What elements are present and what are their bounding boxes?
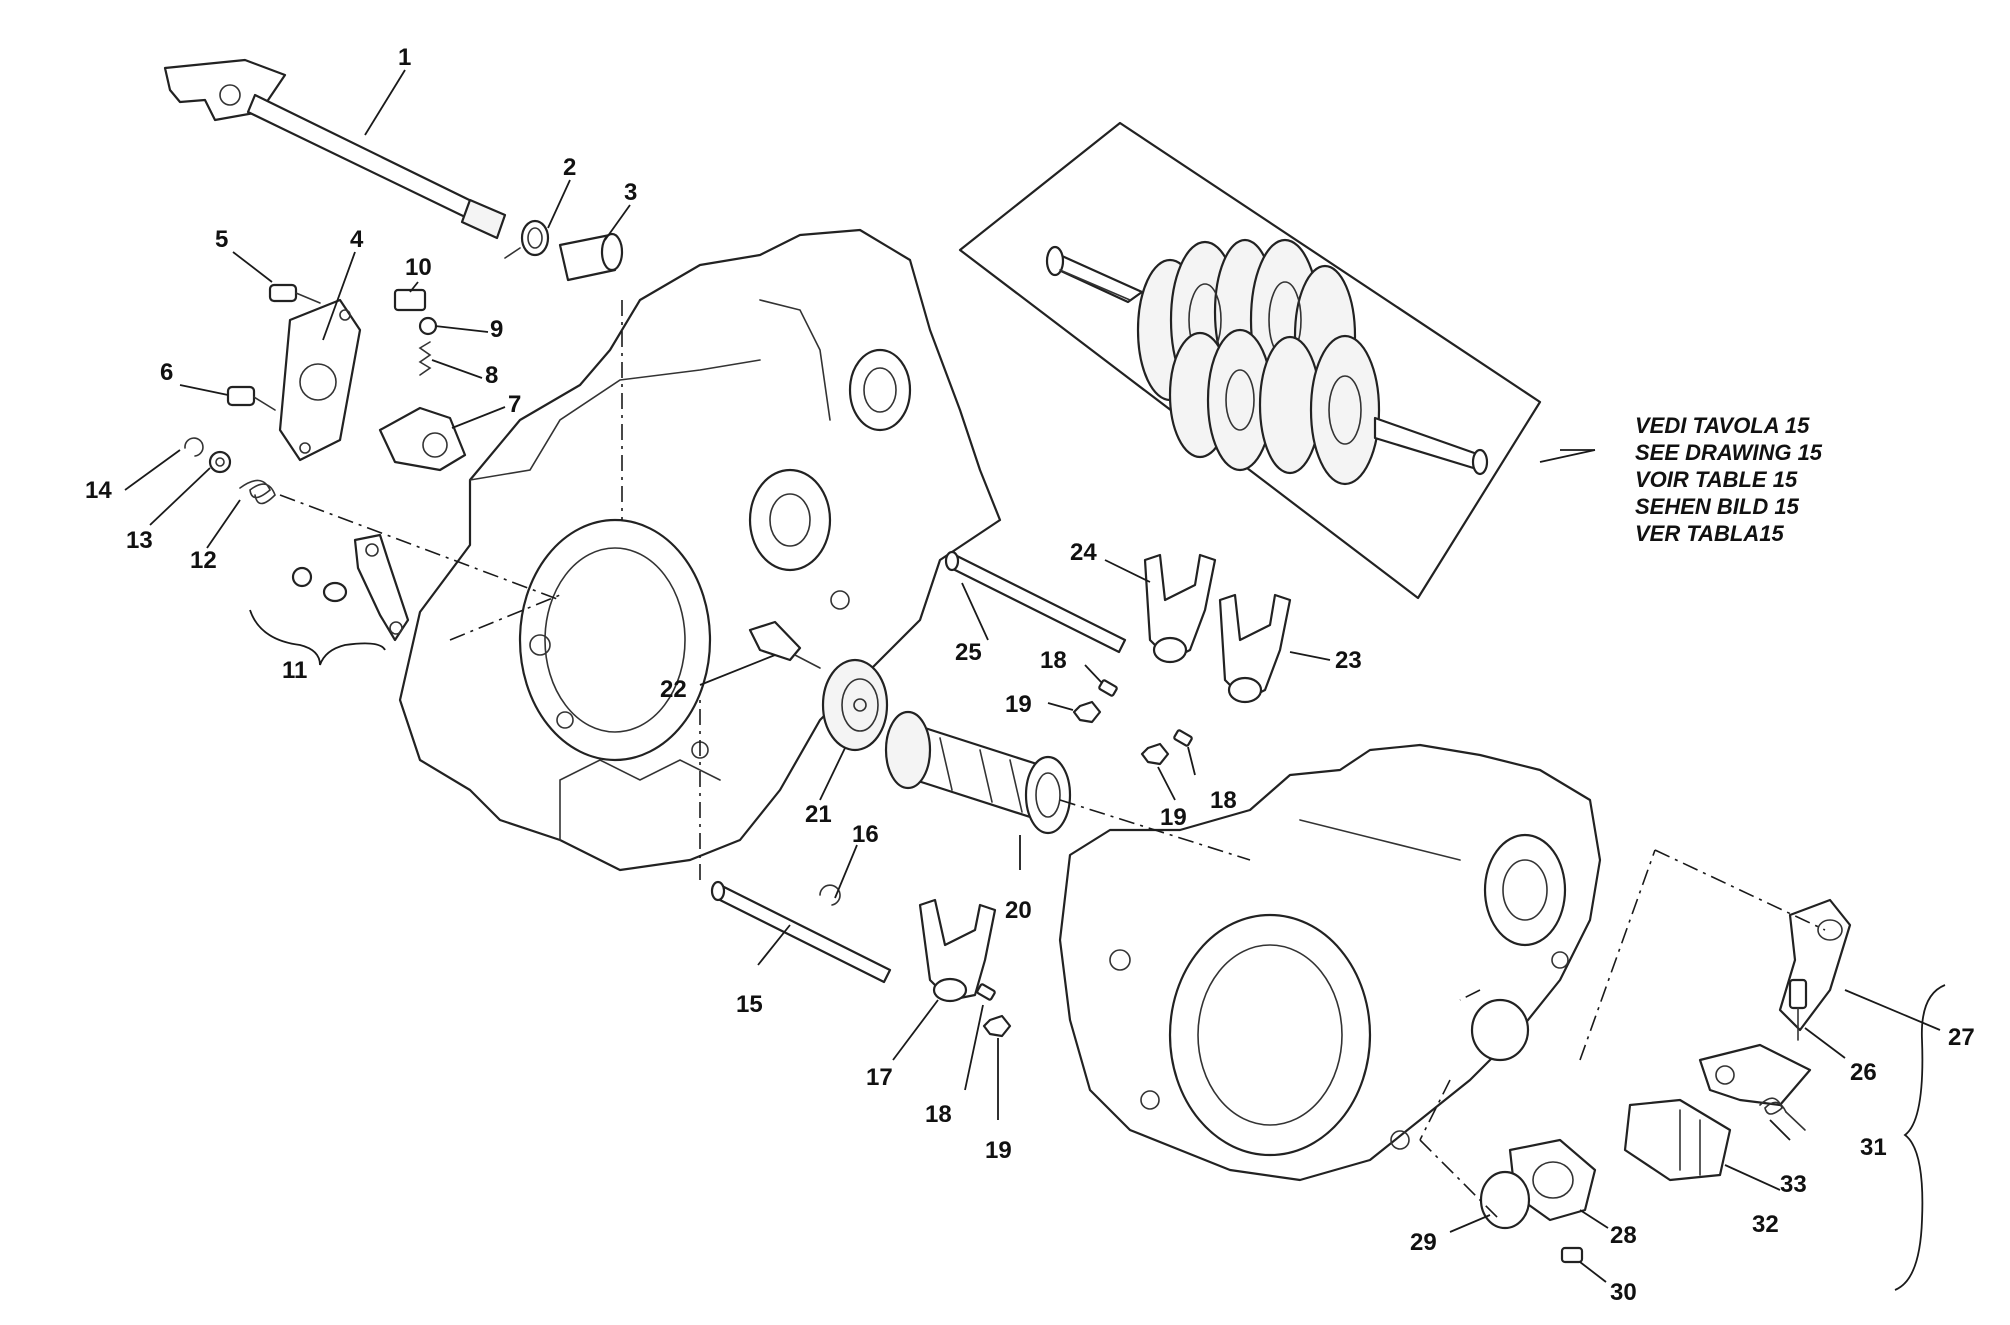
- gear-cluster-illustration: [1045, 238, 1489, 486]
- label-part-19-b: 19: [1160, 804, 1187, 831]
- label-part-32: 32: [1752, 1211, 1779, 1238]
- label-part-31: 31: [1860, 1134, 1887, 1161]
- part-17-shift-fork: [918, 898, 997, 1003]
- label-part-3: 3: [624, 179, 637, 206]
- label-part-24: 24: [1070, 539, 1097, 566]
- label-part-5: 5: [215, 226, 228, 253]
- part-27-lever: [1778, 898, 1852, 1032]
- part-8-spring: [418, 341, 432, 376]
- part-3-bushing: [558, 232, 624, 282]
- part-19-nut-b: [1140, 742, 1170, 766]
- label-part-10: 10: [405, 254, 432, 281]
- part-14-circlip: [184, 437, 204, 457]
- label-part-8: 8: [485, 362, 498, 389]
- part-23-shift-fork: [1218, 593, 1292, 704]
- label-part-2: 2: [563, 154, 576, 181]
- part-4-plate: [278, 298, 362, 462]
- part-7-selector-cam: [378, 406, 467, 472]
- label-part-27: 27: [1948, 1024, 1975, 1051]
- note-line-es: VER TABLA15: [1635, 521, 1784, 546]
- note-line-fr: VOIR TABLE 15: [1635, 467, 1798, 492]
- label-part-19-a: 19: [1005, 691, 1032, 718]
- label-part-18-c: 18: [925, 1101, 952, 1128]
- label-part-15: 15: [736, 991, 763, 1018]
- label-part-18-b: 18: [1210, 787, 1237, 814]
- assembly-lines: [279, 300, 1826, 1221]
- secondary-shaft: [1373, 416, 1489, 476]
- part-11-lever-assembly: [249, 533, 410, 666]
- part-22-stud: [748, 620, 821, 669]
- part-18-pin-a: [1098, 679, 1118, 697]
- part-19-nut-c: [982, 1014, 1012, 1038]
- part-31-pedal-assembly: [1698, 984, 1946, 1291]
- leader-lines: [124, 69, 1941, 1283]
- part-18-pin-b: [1173, 729, 1193, 747]
- part-2-shaft-spring: [504, 219, 550, 259]
- label-part-17: 17: [866, 1064, 893, 1091]
- part-32-pedal-tip: [1623, 1098, 1732, 1182]
- label-part-6: 6: [160, 359, 173, 386]
- label-part-16: 16: [852, 821, 879, 848]
- part-12-torsion-spring: [239, 479, 276, 505]
- part-30-screw: [1560, 1246, 1584, 1264]
- part-5-screw: [268, 283, 321, 304]
- part-9-ball: [418, 316, 438, 336]
- label-part-14: 14: [85, 477, 112, 504]
- part-24-shift-fork: [1143, 553, 1217, 664]
- label-part-19-c: 19: [985, 1137, 1012, 1164]
- label-part-21: 21: [805, 801, 832, 828]
- label-part-7: 7: [508, 391, 521, 418]
- part-1-shift-shaft: [163, 58, 507, 240]
- left-crankcase-half: [398, 228, 1002, 872]
- part-33-spring: [1759, 1097, 1806, 1131]
- part-26-bolt: [1788, 978, 1808, 1041]
- label-part-23: 23: [1335, 647, 1362, 674]
- note-line-de: SEHEN BILD 15: [1635, 494, 1800, 519]
- gear-stack-lower: [1168, 328, 1381, 486]
- label-part-22: 22: [660, 676, 687, 703]
- label-part-13: 13: [126, 527, 153, 554]
- part-10-pad: [393, 288, 427, 312]
- note-line-en: SEE DRAWING 15: [1635, 440, 1823, 465]
- part-21-drum-star: [821, 658, 889, 752]
- label-part-25: 25: [955, 639, 982, 666]
- reference-note: VEDI TAVOLA 15 SEE DRAWING 15 VOIR TABLE…: [1635, 413, 1823, 546]
- part-19-nut-a: [1072, 700, 1102, 724]
- label-part-29: 29: [1410, 1229, 1437, 1256]
- gearbox-inset-callout: [958, 121, 1596, 600]
- note-line-it: VEDI TAVOLA 15: [1635, 413, 1810, 438]
- label-part-30: 30: [1610, 1279, 1637, 1306]
- part-15-fork-shaft: [710, 880, 892, 984]
- part-18-pin-c: [976, 983, 996, 1001]
- label-part-33: 33: [1780, 1171, 1807, 1198]
- part-13-washer: [208, 450, 232, 474]
- label-part-4: 4: [350, 226, 364, 253]
- label-part-20: 20: [1005, 897, 1032, 924]
- part-29-o-ring: [1479, 1170, 1531, 1230]
- label-part-18-a: 18: [1040, 647, 1067, 674]
- label-part-1: 1: [398, 44, 411, 71]
- part-labels: 1 2 3 4 5 6 7 8 9 10 11 12 13 14 15 16 1…: [85, 44, 1975, 1306]
- part-20-selector-drum: [884, 710, 1072, 835]
- part-25-fork-shaft: [944, 550, 1127, 654]
- label-part-26: 26: [1850, 1059, 1877, 1086]
- part-16-circlip: [819, 884, 841, 906]
- label-part-11: 11: [282, 657, 307, 684]
- label-part-12: 12: [190, 547, 217, 574]
- label-part-9: 9: [490, 316, 503, 343]
- part-6-screw: [226, 385, 276, 411]
- label-part-28: 28: [1610, 1222, 1637, 1249]
- right-crankcase-half: [1058, 743, 1602, 1182]
